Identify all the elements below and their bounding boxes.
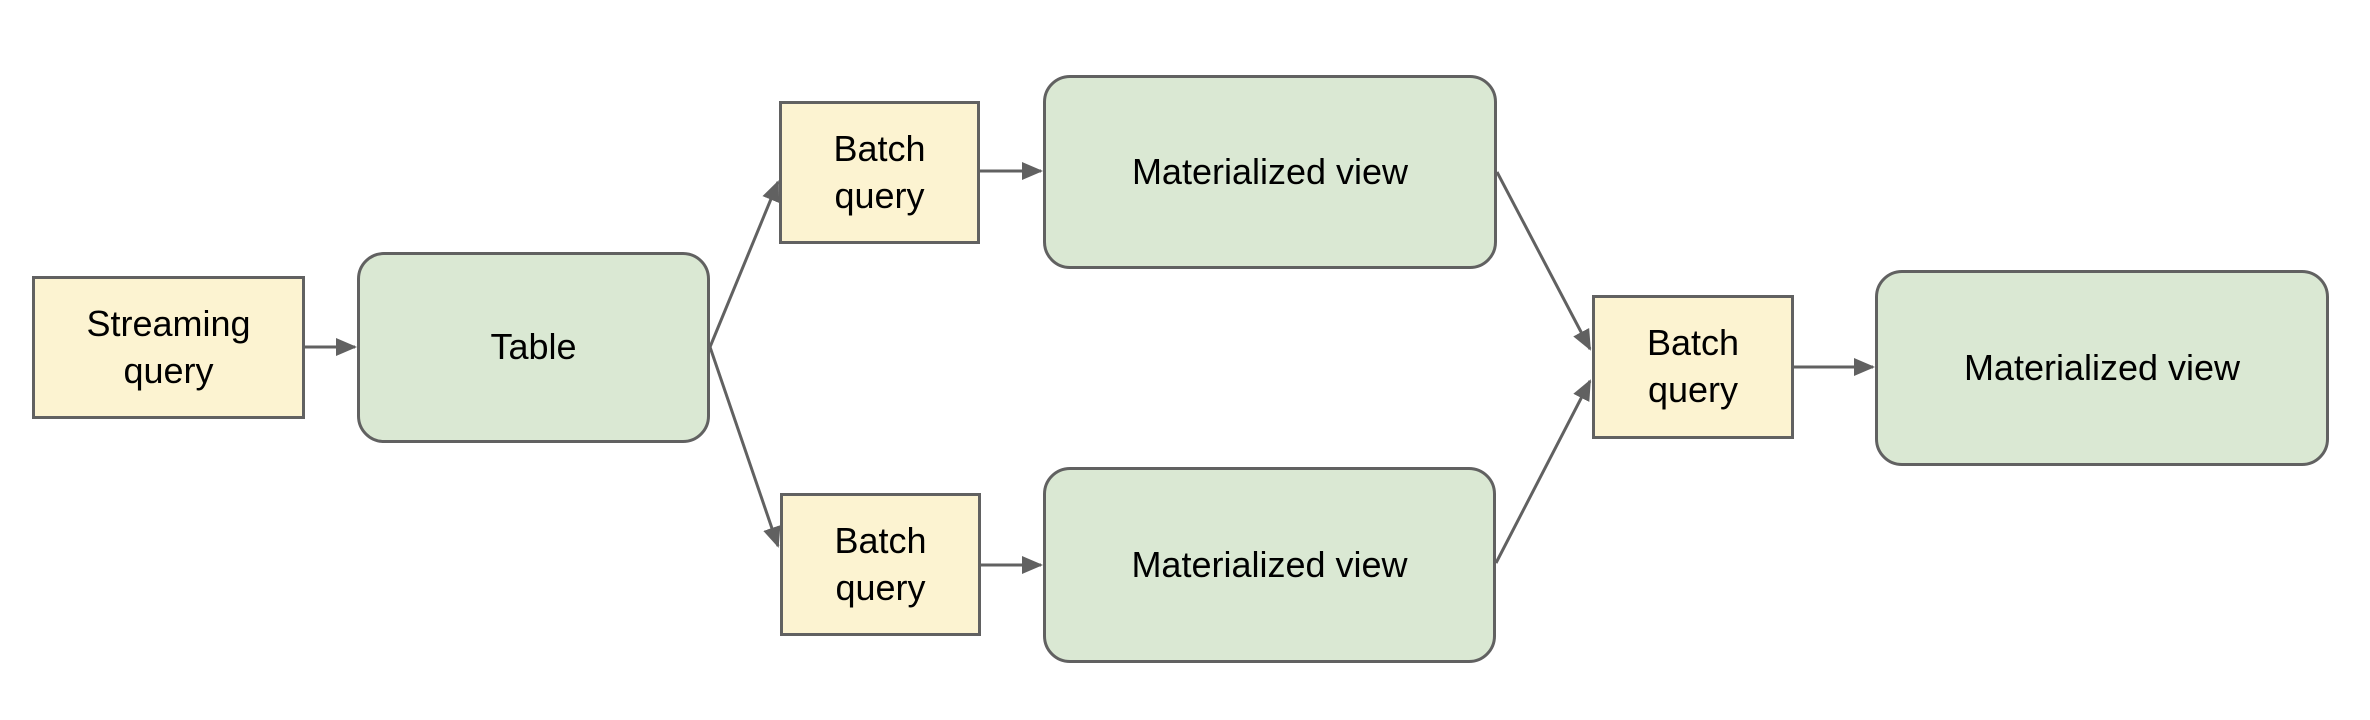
node-materialized-view-final: Materialized view <box>1875 270 2329 466</box>
node-table-label: Table <box>490 326 577 368</box>
edge-table-to-batch-query-top <box>708 180 780 348</box>
node-materialized-view-top: Materialized view <box>1043 75 1497 269</box>
edge-materialized-view-bottom-to-batch-query-right <box>1494 379 1592 564</box>
node-batch-query-bottom-label: Batch query <box>834 519 927 608</box>
node-materialized-view-final-label: Materialized view <box>1963 346 2241 388</box>
node-streaming-query: Streaming query <box>32 276 305 419</box>
node-batch-query-right: Batch query <box>1592 295 1794 439</box>
node-materialized-view-bottom: Materialized view <box>1043 467 1496 663</box>
node-streaming-query-label: Streaming query <box>86 302 251 391</box>
node-batch-query-top: Batch query <box>779 101 980 244</box>
edge-materialized-view-top-to-batch-query-right <box>1495 171 1592 351</box>
node-batch-query-right-label: Batch query <box>1646 322 1740 410</box>
node-materialized-view-top-label: Materialized view <box>1131 150 1409 192</box>
node-batch-query-top-label: Batch query <box>833 127 926 216</box>
node-table: Table <box>357 252 710 443</box>
edge-table-to-batch-query-bottom <box>708 346 781 548</box>
node-materialized-view-bottom-label: Materialized view <box>1131 543 1408 585</box>
node-batch-query-bottom: Batch query <box>780 493 981 636</box>
